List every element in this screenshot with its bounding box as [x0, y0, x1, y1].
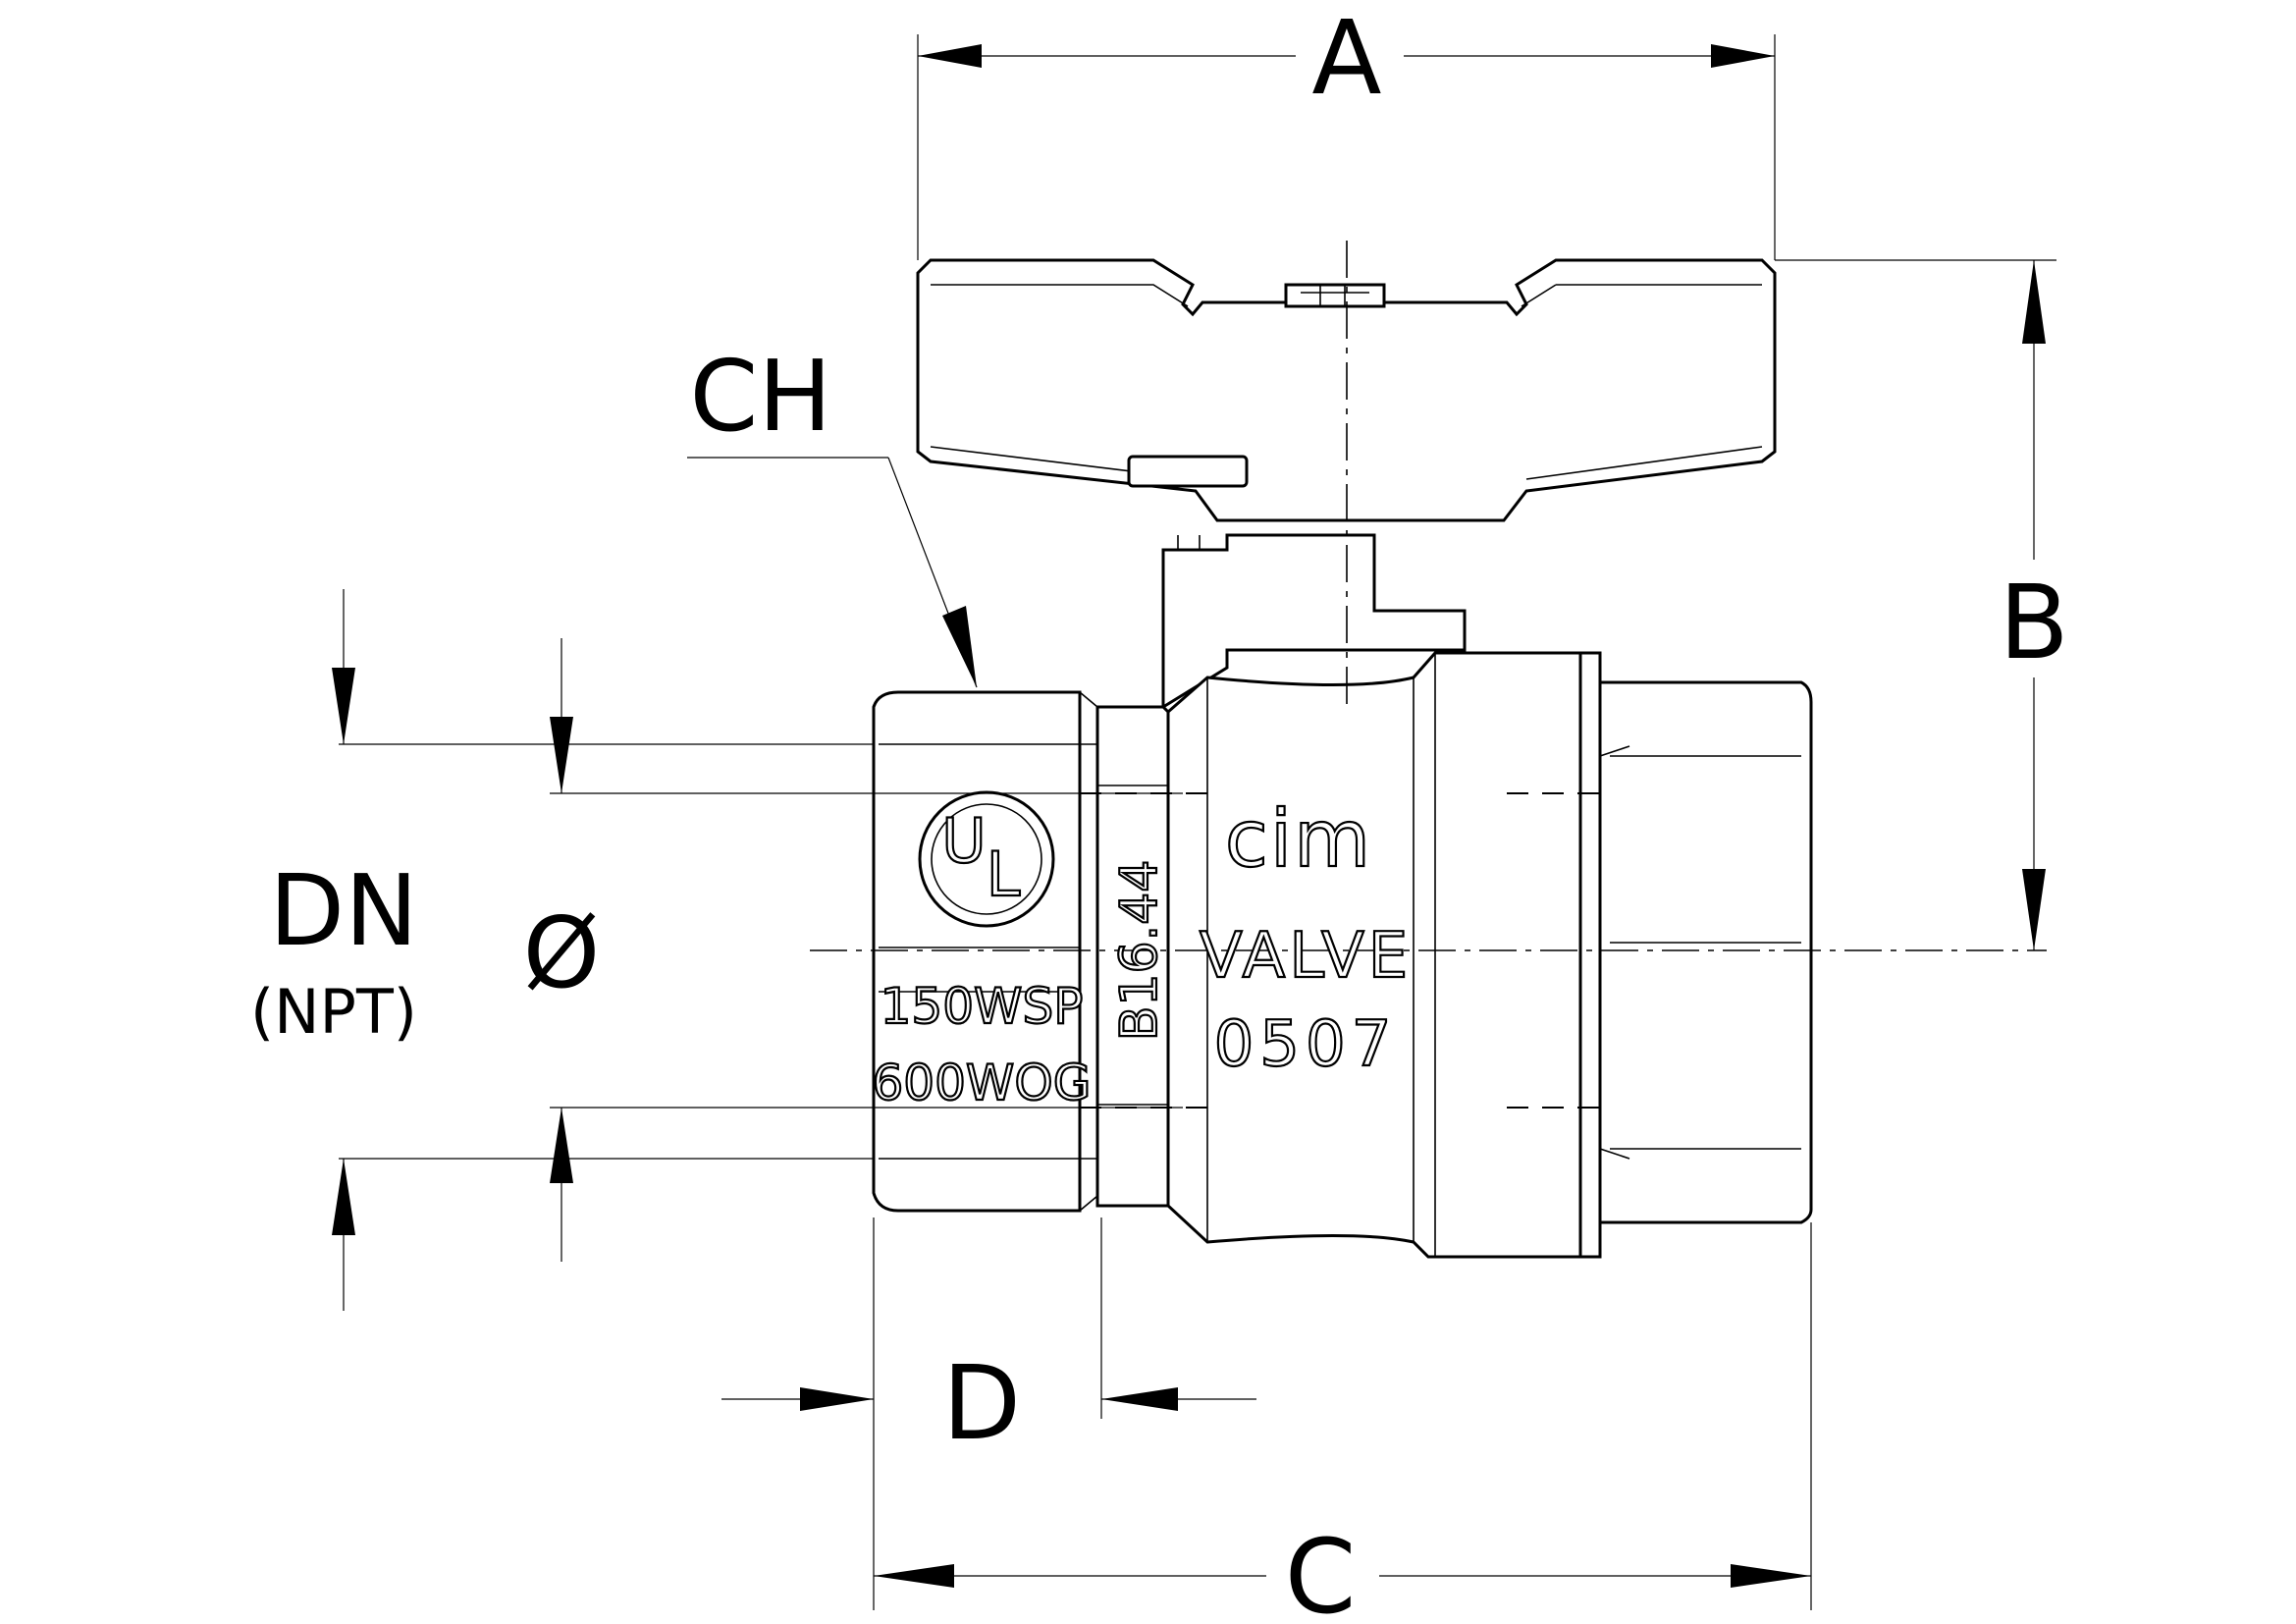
valve-body: [872, 651, 1813, 1259]
dim-label-a: A: [1311, 0, 1381, 118]
dim-label-dn: DN: [269, 853, 418, 968]
dim-label-diameter: Ø: [523, 895, 601, 1010]
dimension-ch-leader: [687, 457, 978, 688]
dimension-diameter: [550, 638, 573, 1262]
ul-logo-l: L: [987, 839, 1021, 910]
dim-label-ch: CH: [689, 339, 831, 454]
pressure-rating-wsp: 150WSP: [881, 978, 1084, 1035]
dimension-a: [918, 44, 1775, 68]
brand-marking: cim: [1225, 793, 1372, 885]
dimension-c: [874, 1564, 1811, 1588]
pressure-rating-wog: 600WOG: [873, 1055, 1092, 1111]
dim-label-b: B: [1999, 563, 2068, 682]
dim-label-npt: (NPT): [250, 976, 417, 1048]
dim-label-c: C: [1285, 1517, 1357, 1624]
dim-label-d: D: [942, 1343, 1021, 1463]
code-marking: 0507: [1214, 1008, 1398, 1081]
dimension-b: [2022, 260, 2046, 950]
extension-lines: [339, 34, 2056, 1610]
valve-marking: VALVE: [1200, 920, 1412, 993]
center-lines: [810, 241, 2047, 951]
standard-marking: B16.44: [1110, 860, 1169, 1042]
dimension-d: [721, 1387, 1256, 1411]
ul-logo: U L: [918, 790, 1055, 928]
ul-logo-u: U: [941, 805, 986, 877]
dimension-dn: [332, 589, 355, 1311]
